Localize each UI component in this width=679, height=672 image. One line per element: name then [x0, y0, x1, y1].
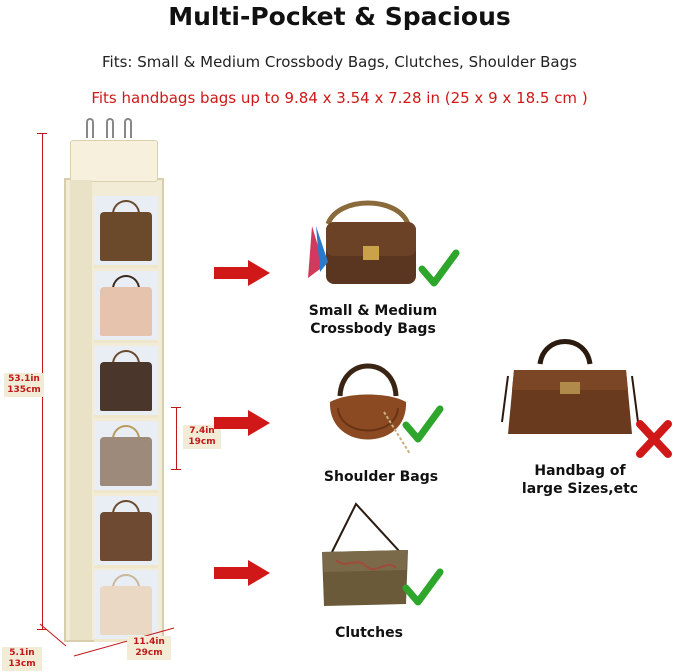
depth-cm: 13cm — [8, 659, 36, 669]
width-inches: 11.4in — [133, 637, 165, 647]
crossbody-label-line1: Small & Medium — [308, 303, 438, 319]
check-icon — [402, 568, 444, 606]
organizer-pocket — [94, 570, 158, 642]
depth-dimension-label: 5.1in 13cm — [2, 647, 42, 671]
depth-dimension-line — [39, 623, 67, 647]
large-handbag-label-line1: Handbag of — [534, 463, 626, 479]
hanging-organizer-image — [64, 134, 164, 642]
organizer-pocket — [94, 421, 158, 493]
organizer-pocket — [94, 346, 158, 418]
right-arrow-icon — [214, 260, 270, 286]
bag-handle — [112, 350, 140, 368]
size-limit-description: Fits handbags bags up to 9.84 x 3.54 x 7… — [91, 89, 588, 107]
stored-bag — [100, 512, 152, 561]
hook-icon — [124, 118, 132, 138]
clutches-label: Clutches — [335, 625, 403, 641]
bag-handle — [112, 500, 140, 518]
bag-handle — [112, 574, 140, 592]
fits-description: Fits: Small & Medium Crossbody Bags, Clu… — [102, 53, 577, 71]
large-handbag-label-line2: large Sizes,etc — [521, 481, 639, 497]
crossbody-label-line2: Crossbody Bags — [310, 321, 436, 337]
pocket-cm: 19cm — [188, 437, 216, 447]
pocket-dimension-tick — [171, 469, 181, 470]
large-handbag-image — [501, 339, 639, 434]
check-icon — [418, 249, 460, 287]
hook-icon — [86, 118, 94, 138]
shoulder-bags-label: Shoulder Bags — [323, 469, 439, 485]
large-handbag-label: Handbag of large Sizes,etc — [500, 462, 660, 498]
right-arrow-icon — [214, 410, 270, 436]
shoulder-bag-image — [329, 363, 411, 455]
bag-handle — [112, 200, 140, 218]
clutch-image — [322, 502, 408, 606]
organizer-top-cap — [70, 140, 158, 182]
stored-bag — [100, 437, 152, 486]
hook-icon — [106, 118, 114, 138]
width-dimension-label: 11.4in 29cm — [127, 636, 171, 660]
stored-bag — [100, 362, 152, 411]
stored-bag — [100, 586, 152, 635]
check-icon — [402, 405, 444, 443]
height-dimension-tick — [37, 629, 47, 630]
height-cm: 135cm — [7, 385, 41, 395]
organizer-side-panel — [70, 180, 92, 640]
page-title: Multi-Pocket & Spacious — [168, 2, 511, 31]
depth-inches: 5.1in — [9, 648, 35, 658]
width-cm: 29cm — [135, 648, 163, 658]
pocket-inches: 7.4in — [189, 426, 215, 436]
bag-handle — [112, 425, 140, 443]
height-inches: 53.1in — [8, 374, 40, 384]
bag-handle — [112, 275, 140, 293]
cross-icon — [636, 420, 672, 458]
pocket-dimension-line — [176, 407, 177, 469]
right-arrow-icon — [214, 560, 270, 586]
organizer-pocket — [94, 496, 158, 568]
organizer-pocket — [94, 196, 158, 268]
crossbody-bags-label: Small & Medium Crossbody Bags — [288, 302, 458, 338]
width-dimension-line — [73, 627, 175, 657]
organizer-pocket — [94, 271, 158, 343]
crossbody-bag-image — [308, 200, 416, 284]
stored-bag — [100, 287, 152, 336]
height-dimension-label: 53.1in 135cm — [4, 373, 44, 397]
stored-bag — [100, 212, 152, 261]
